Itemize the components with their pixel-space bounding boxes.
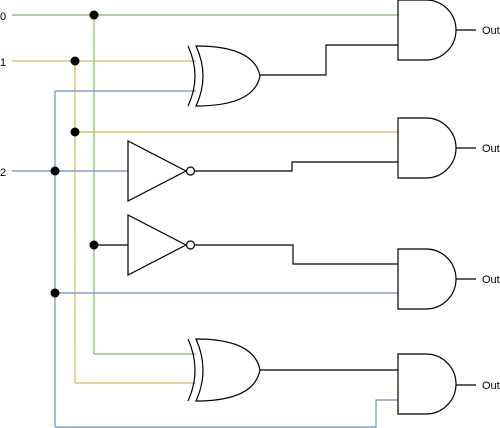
junction-dot bbox=[89, 240, 99, 250]
output-label-3: Out bbox=[482, 274, 500, 286]
output-label-1: Out bbox=[482, 25, 500, 37]
xor-gate-1 bbox=[187, 45, 261, 107]
input-label-1: 1 bbox=[0, 57, 6, 69]
junction-dot bbox=[50, 288, 60, 298]
and-gate-1 bbox=[397, 0, 457, 61]
junction-dot bbox=[50, 166, 60, 176]
input-label-0: 0 bbox=[0, 11, 6, 23]
xor-gate-2 bbox=[187, 338, 261, 402]
junction-dot bbox=[70, 56, 80, 66]
and-gate-2 bbox=[397, 117, 457, 179]
junction-dot bbox=[70, 127, 80, 137]
input-0-wires bbox=[12, 14, 398, 355]
not-gate-1 bbox=[127, 140, 196, 202]
input-label-2: 2 bbox=[0, 167, 6, 179]
output-label-4: Out bbox=[482, 380, 500, 392]
and-gate-3 bbox=[397, 248, 457, 310]
internal-wires bbox=[94, 29, 476, 386]
and-gate-4 bbox=[397, 353, 457, 415]
input-1-wires bbox=[12, 60, 398, 384]
output-label-2: Out bbox=[482, 143, 500, 155]
not-gate-2 bbox=[127, 214, 196, 276]
junction-dot bbox=[89, 10, 99, 20]
input-2-wires bbox=[12, 90, 398, 428]
